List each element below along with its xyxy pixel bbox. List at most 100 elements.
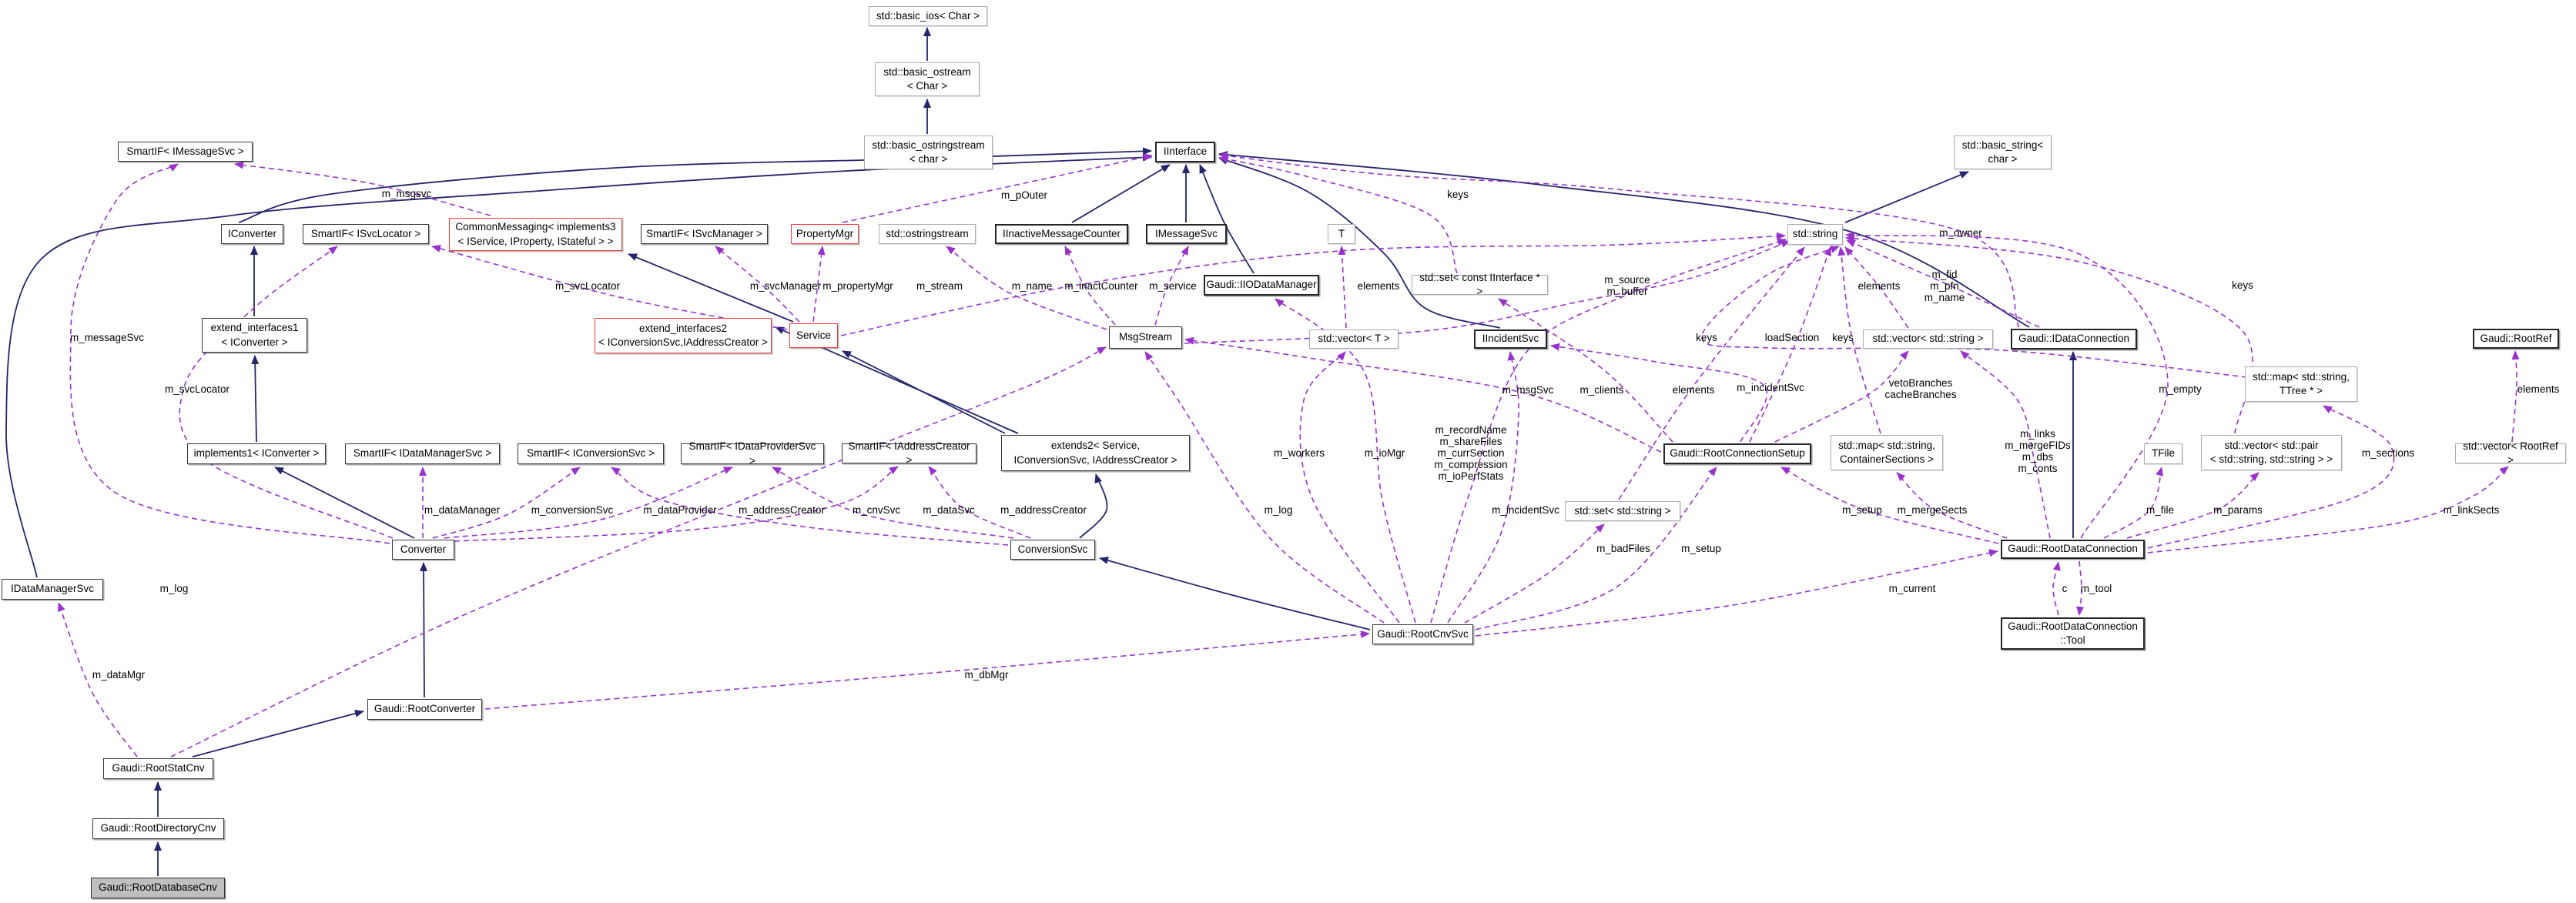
node-label: std::ostringstream (886, 227, 969, 239)
edge-label: m_sections (2361, 447, 2415, 459)
node-rootcnvsvc[interactable]: Gaudi::RootCnvSvc (1372, 624, 1473, 644)
node-rootdirectorycnv[interactable]: Gaudi::RootDirectoryCnv (92, 818, 224, 839)
node-tool[interactable]: Gaudi::RootDataConnection ::Tool (2001, 617, 2145, 650)
usage-edge (1846, 239, 2040, 328)
node-idataconnection[interactable]: Gaudi::IDataConnection (2011, 329, 2137, 349)
node-label: Gaudi::RootConverter (374, 703, 476, 715)
edge-label: m_ioMgr (1364, 447, 1405, 459)
node-rootconverter[interactable]: Gaudi::RootConverter (367, 699, 482, 720)
usage-edge (1218, 152, 2020, 328)
node-converter[interactable]: Converter (392, 540, 454, 560)
node-label: Gaudi::RootDatabaseCnv (99, 881, 217, 894)
node-label: extend_interfaces2 < IConversionSvc,IAdd… (598, 322, 768, 348)
usage-edge (2052, 561, 2061, 616)
node-msgstream[interactable]: MsgStream (1109, 326, 1182, 349)
node-label: std::basic_string< char > (1961, 139, 2044, 165)
edge-label: m_dbMgr (964, 669, 1009, 681)
node-extend-interfaces1[interactable]: extend_interfaces1 < IConverter > (202, 318, 307, 353)
node-label: SmartIF< ISvcManager > (646, 227, 762, 239)
edge-label: m_empty (2159, 383, 2202, 395)
node-vector-pair[interactable]: std::vector< std::pair < std::string, st… (2201, 435, 2342, 470)
node-smartif-isvclocator[interactable]: SmartIF< ISvcLocator > (303, 224, 429, 244)
usage-edge (1299, 351, 1400, 624)
node-propertymgr[interactable]: PropertyMgr (791, 224, 859, 244)
node-implements1[interactable]: implements1< IConverter > (187, 443, 326, 464)
node-std-basic-ios[interactable]: std::basic_ios< Char > (869, 6, 987, 26)
edge-label: vetoBranches cacheBranches (1884, 377, 1957, 401)
node-label: implements1< IConverter > (193, 447, 320, 460)
usage-edge (1144, 351, 1385, 624)
node-set-const-iinterface[interactable]: std::set< const IInterface * > (1412, 272, 1548, 297)
node-map-containersections[interactable]: std::map< std::string, ContainerSections… (1831, 435, 1943, 470)
node-std-vector-string[interactable]: std::vector< std::string > (1863, 329, 1993, 349)
node-rootconnectionsetup[interactable]: Gaudi::RootConnectionSetup (1663, 443, 1811, 464)
usage-edge (179, 246, 394, 539)
usage-edge (1845, 235, 2253, 434)
node-smartif-idatamanagersvc[interactable]: SmartIF< IDataManagerSvc > (345, 443, 500, 464)
usage-edge (840, 232, 1786, 336)
usage-edge (1749, 246, 1831, 443)
usage-edge (1960, 350, 2051, 539)
edge-label: m_propertyMgr (822, 280, 893, 292)
node-set-string[interactable]: std::set< std::string > (1565, 501, 1680, 521)
edge-label: keys (1832, 332, 1854, 343)
node-rootstatcnv[interactable]: Gaudi::RootStatCnv (103, 758, 213, 779)
edge-label: m_incidentSvc (1737, 382, 1804, 393)
node-std-basic-string[interactable]: std::basic_string< char > (1954, 135, 2052, 169)
edge-label: m_name (1011, 280, 1053, 292)
node-label: std::map< std::string, TTree * > (2253, 370, 2350, 396)
inheritance-edge (1199, 164, 1255, 274)
node-std-basic-ostringstream[interactable]: std::basic_ostringstream < char > (864, 135, 993, 169)
node-label: SmartIF< ISvcLocator > (310, 227, 421, 239)
node-label: std::vector< std::string > (1872, 333, 1984, 345)
node-label: std::basic_ostream < Char > (883, 65, 971, 92)
node-iconverter[interactable]: IConverter (221, 224, 283, 244)
node-label: MsgStream (1118, 331, 1173, 343)
node-smartif-imessagesvc[interactable]: SmartIF< IMessageSvc > (118, 142, 253, 162)
node-rootref[interactable]: Gaudi::RootRef (2473, 329, 2559, 349)
node-label: IInactiveMessageCounter (1002, 227, 1121, 239)
node-extend-interfaces2[interactable]: extend_interfaces2 < IConversionSvc,IAdd… (595, 318, 772, 353)
usage-edge (69, 163, 390, 544)
node-rootdataconnection[interactable]: Gaudi::RootDataConnection (2001, 540, 2145, 559)
node-smartif-iconversionsvc[interactable]: SmartIF< IConversionSvc > (518, 443, 664, 464)
node-std-string[interactable]: std::string (1787, 224, 1843, 245)
node-service[interactable]: Service (789, 323, 838, 348)
edge-label: m_conversionSvc (531, 504, 614, 516)
edge-label: m_msgSvc (1502, 384, 1554, 396)
node-rootdatabasecnv[interactable]: Gaudi::RootDatabaseCnv (91, 878, 225, 898)
node-conversionsvc[interactable]: ConversionSvc (1010, 540, 1095, 560)
node-iiodatamanager[interactable]: Gaudi::IIODataManager (1204, 275, 1319, 296)
node-label: extends2< Service, IConversionSvc, IAddr… (1013, 440, 1177, 466)
node-map-string-ttree[interactable]: std::map< std::string, TTree * > (2245, 366, 2357, 402)
node-extends2[interactable]: extends2< Service, IConversionSvc, IAddr… (1001, 435, 1190, 471)
node-smartif-idataprovidersvc[interactable]: SmartIF< IDataProviderSvc > (681, 440, 824, 467)
node-label: SmartIF< IDataManagerSvc > (353, 447, 492, 460)
edge-label: m_setup (1681, 543, 1721, 554)
node-iinactivemessagecounter[interactable]: IInactiveMessageCounter (995, 224, 1128, 244)
node-iinterface[interactable]: IInterface (1155, 142, 1215, 162)
node-imessagesvc[interactable]: IMessageSvc (1146, 224, 1227, 244)
usage-edge (1447, 351, 1519, 624)
node-std-basic-ostream[interactable]: std::basic_ostream < Char > (875, 62, 980, 96)
usage-edge (946, 246, 1107, 330)
usage-edge (812, 246, 826, 323)
node-label: Converter (400, 543, 447, 555)
node-iincidentsvc[interactable]: IIncidentSvc (1474, 329, 1547, 349)
inheritance-edge (238, 147, 1152, 223)
usage-edge (2075, 560, 2084, 616)
node-vector-rootref[interactable]: std::vector< RootRef > (2455, 440, 2566, 466)
node-tfile[interactable]: TFile (2144, 443, 2182, 464)
node-smartif-iaddresscreator[interactable]: SmartIF< IAddressCreator > (842, 440, 976, 466)
node-commonmessaging[interactable]: CommonMessaging< implements3 < IService,… (449, 218, 622, 251)
node-smartif-isvcmanager[interactable]: SmartIF< ISvcManager > (641, 224, 768, 244)
node-idatamanagersvc[interactable]: IDataManagerSvc (2, 579, 103, 600)
edge-label: keys (2232, 279, 2253, 291)
node-std-ostringstream[interactable]: std::ostringstream (879, 224, 976, 244)
usage-edge (715, 246, 800, 323)
edge-label: m_svcLocator (164, 383, 230, 395)
node-label: Gaudi::RootRef (2480, 332, 2552, 344)
node-t-box[interactable]: T (1328, 224, 1355, 244)
node-std-vector-t[interactable]: std::vector< T > (1309, 329, 1399, 349)
